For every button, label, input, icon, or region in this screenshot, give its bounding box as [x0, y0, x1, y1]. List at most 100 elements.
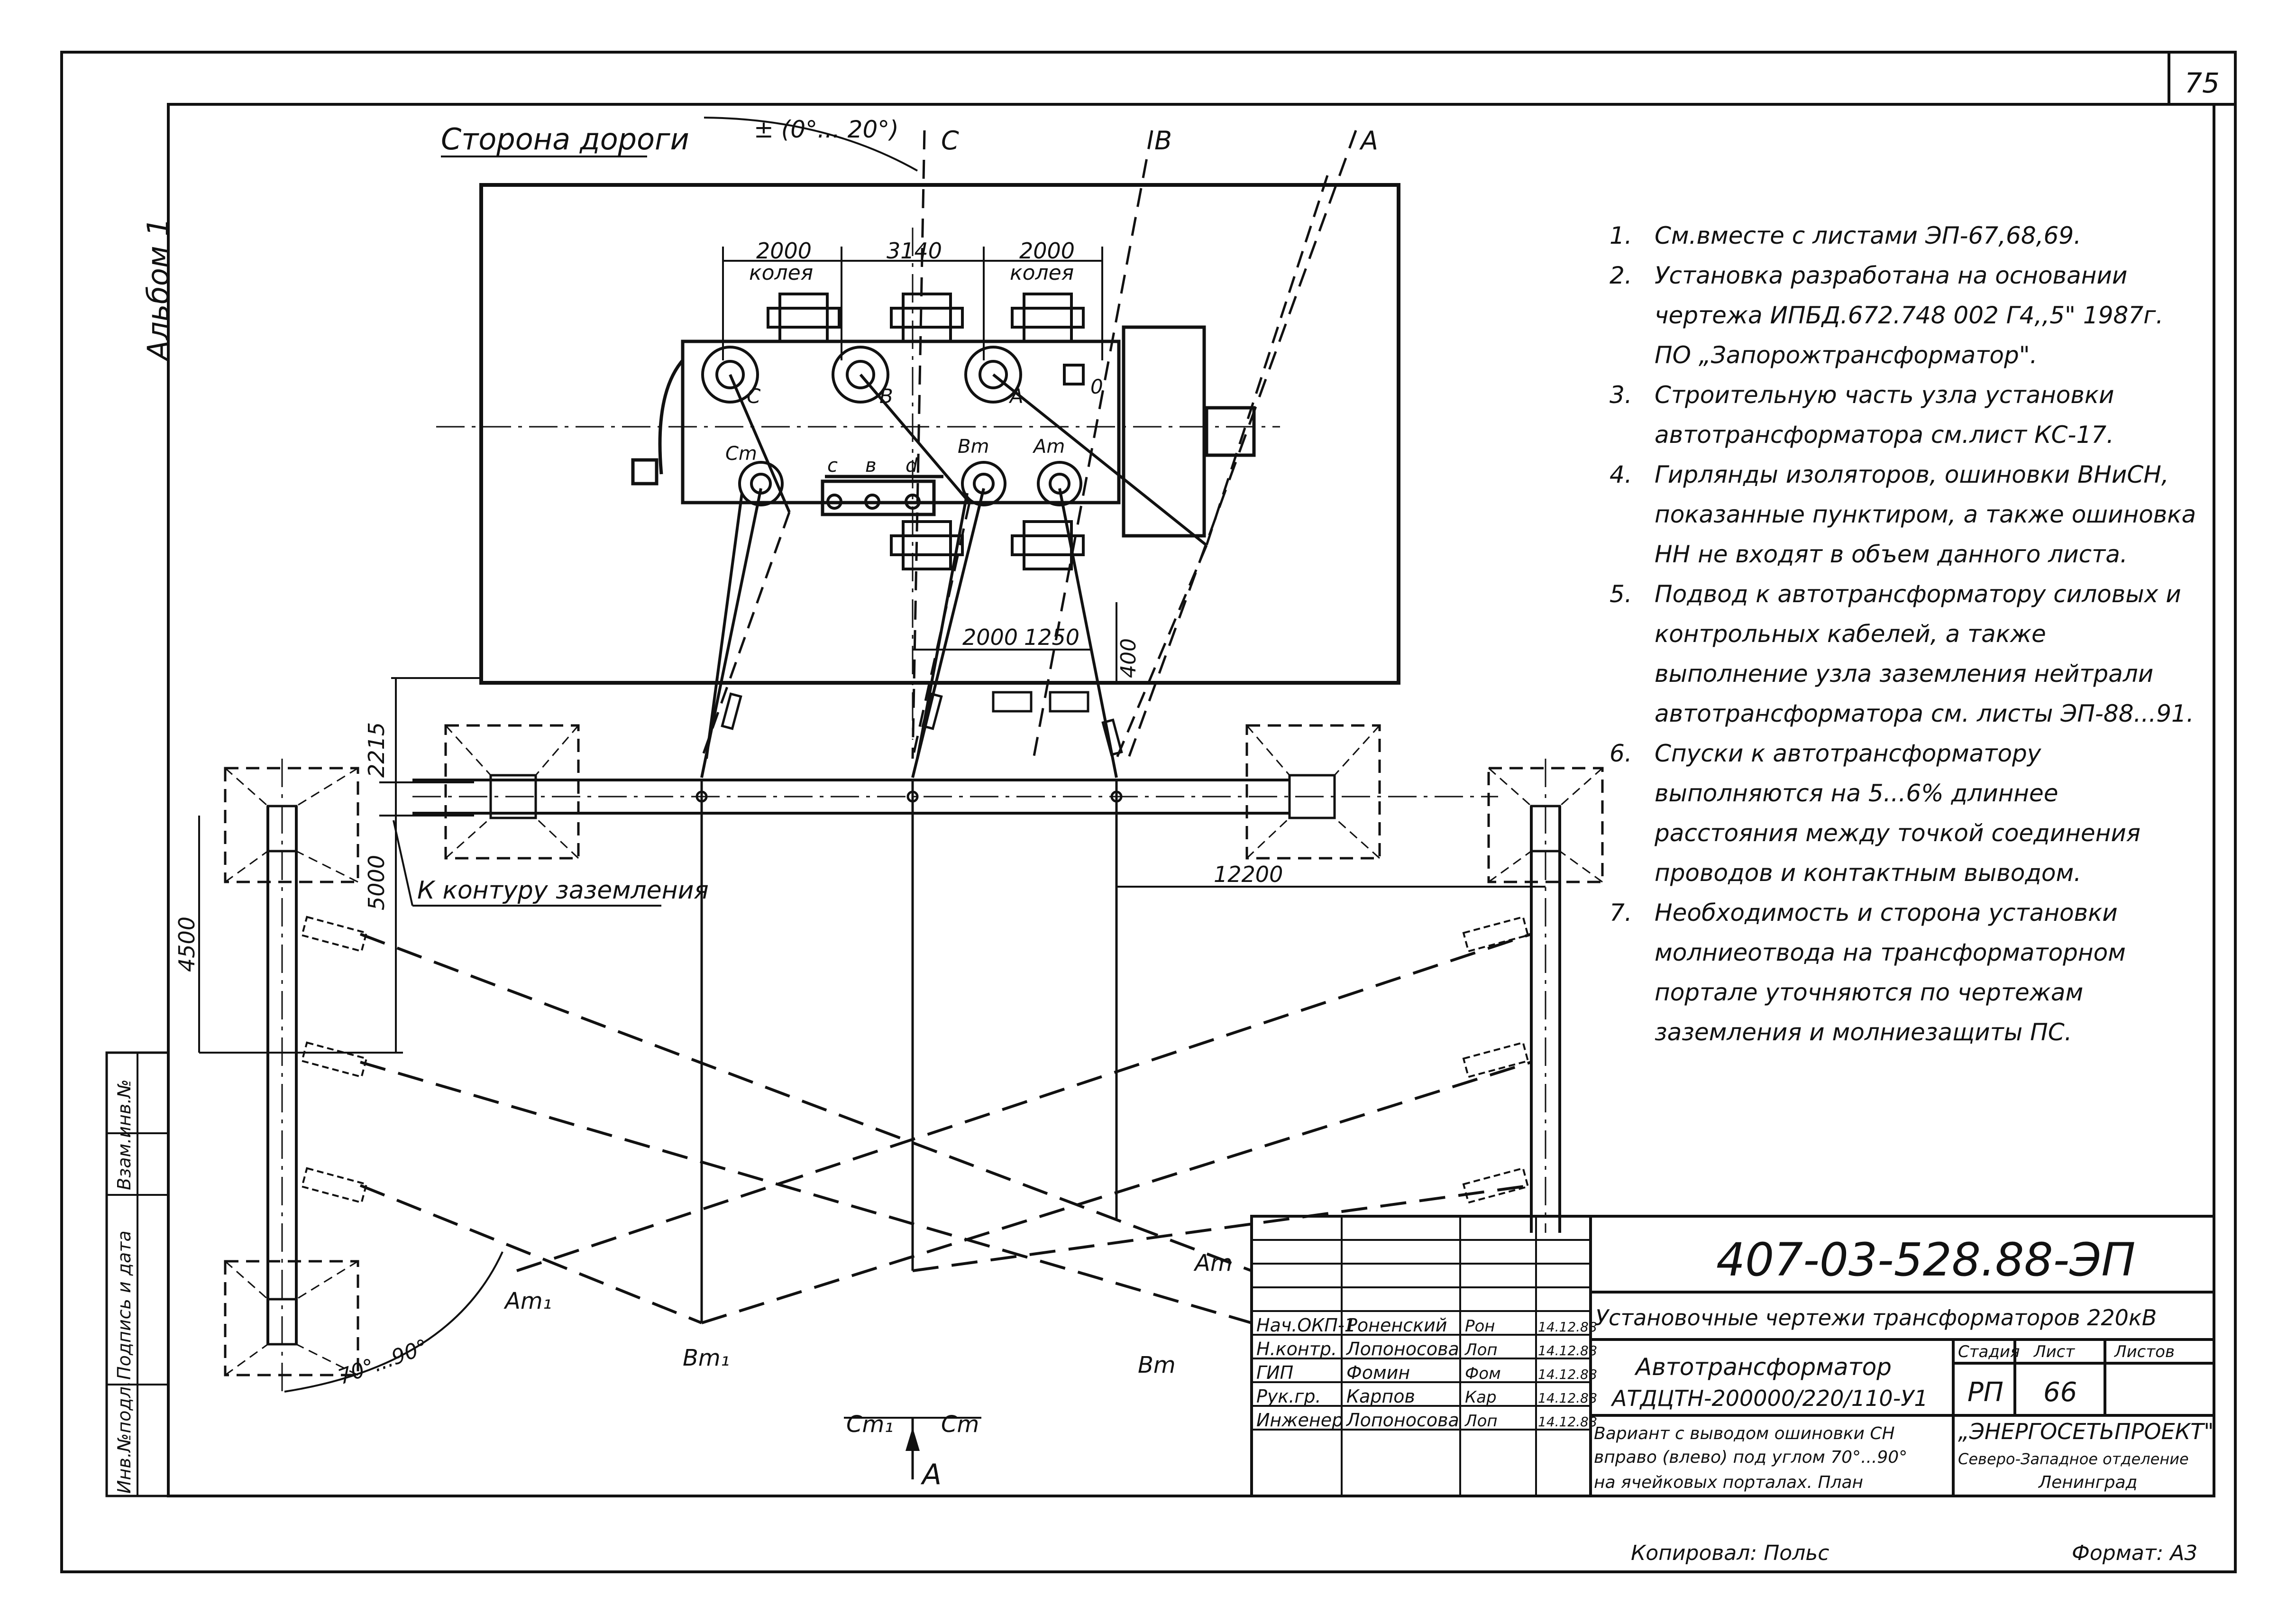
angle-top-label: ± (0°... 20°) — [754, 116, 899, 143]
foundation-outline — [479, 183, 1400, 685]
phase-label-c: C — [941, 126, 959, 156]
note-number: 7. — [1610, 899, 1632, 927]
sig-date-4: 14.12.88 — [1538, 1390, 1597, 1406]
insulators — [721, 691, 1123, 756]
org-line-2: Северо-Западное отделение — [1958, 1450, 2189, 1468]
side-stamp-sign-date: Подпись и дата — [114, 1230, 135, 1380]
sig-date-3: 14.12.88 — [1538, 1367, 1597, 1382]
sig-role-2: Н.контр. — [1256, 1339, 1337, 1359]
section-arrow-head — [906, 1427, 920, 1451]
note-item: 2. Установка разработана на основании чер… — [1610, 256, 2197, 375]
note-text: Подвод к автотрансформатору силовых и ко… — [1655, 580, 2194, 727]
portal-footings — [224, 724, 1604, 1376]
bushing-mv-v: в — [865, 455, 877, 477]
sig-name-4: Карпов — [1346, 1386, 1415, 1407]
note-text: См.вместе с листами ЭП-67,68,69. — [1655, 222, 2082, 249]
angle-arc-top — [704, 117, 918, 172]
note-number: 1. — [1610, 222, 1632, 249]
dim-4500: 4500 — [174, 917, 200, 972]
note-item: 1. См.вместе с листами ЭП-67,68,69. — [1610, 216, 2197, 256]
outer-border — [60, 51, 2237, 1573]
dim-2000: 2000 — [962, 624, 1018, 650]
label-bm1: Bm₁ — [683, 1345, 730, 1371]
note-number: 4. — [1610, 461, 1632, 488]
sig-date-1: 14.12.88 — [1538, 1319, 1597, 1335]
side-stamp: Инв.№подл. Подпись и дата Взам.инв.№ — [105, 1051, 170, 1497]
side-stamp-vzam: Взам.инв.№ — [114, 1079, 135, 1190]
note-item: 4.Гирлянды изоляторов, ошиновки ВНиСН, п… — [1610, 455, 2197, 574]
sig-sign-5: Лоп — [1464, 1412, 1498, 1431]
ground-label-leader — [393, 820, 413, 906]
portal-beam — [412, 779, 1498, 815]
note-text: Установка разработана на основании черте… — [1655, 262, 2164, 369]
description-line-3: на ячейковых порталах. План — [1594, 1473, 1863, 1492]
title-block-grid — [1252, 1216, 1591, 1496]
note-number: 3. — [1610, 381, 1632, 409]
sig-sign-3: Фом — [1465, 1364, 1501, 1383]
sig-name-5: Лопоносова — [1345, 1410, 1459, 1431]
angle-bottom-label: 70°...90° — [335, 1335, 431, 1390]
sig-name-3: Фомин — [1346, 1362, 1410, 1383]
sig-role-3: ГИП — [1256, 1362, 1293, 1383]
track-dim-3-label: колея — [1010, 261, 1074, 285]
sig-name-2: Лопоносова — [1345, 1339, 1459, 1359]
dim-left — [198, 677, 481, 1054]
bushing-mv-c: c — [827, 455, 838, 477]
sig-role-4: Рук.гр. — [1256, 1386, 1321, 1407]
footing-diagonals — [225, 725, 1603, 1376]
road-side-label: Сторона дороги — [441, 122, 689, 156]
angle-arc-bottom — [284, 1251, 503, 1393]
note-number: 5. — [1610, 580, 1632, 608]
album-label: Альбом 1 — [141, 218, 175, 362]
object-name-1: Автотрансформатор — [1634, 1353, 1892, 1381]
dim-12200: 12200 — [1214, 862, 1283, 887]
note-item: 3. Строительную часть узла установки авто… — [1610, 375, 2197, 455]
note-text: Строительную часть узла установки автотр… — [1655, 381, 2114, 449]
note-number: 2. — [1610, 262, 1632, 289]
dim-5000: 5000 — [364, 855, 389, 910]
org-line-3: Ленинград — [2038, 1473, 2137, 1492]
stage-value: РП — [1967, 1377, 2003, 1408]
dim-bottom-plan — [913, 602, 1117, 683]
label-am1: Am₁ — [503, 1288, 552, 1314]
bushing-mv-cm: Cm — [725, 443, 757, 465]
note-text: Необходимость и сторона установки молние… — [1655, 899, 2126, 1046]
left-portal — [266, 759, 298, 1394]
page-number-box — [2168, 51, 2237, 106]
track-dim-1: 2000 — [756, 238, 812, 264]
hv-leads — [700, 373, 1207, 778]
note-text: Спуски к автотрансформатору выполняются … — [1655, 740, 2140, 887]
crossing-buses — [359, 933, 1532, 1324]
note-number: 6. — [1610, 740, 1632, 767]
sheet-value: 66 — [2043, 1377, 2077, 1408]
note-item: 7. Необходимость и сторона установки молн… — [1610, 893, 2197, 1052]
object-name-2: АТДЦТН-200000/220/110-У1 — [1610, 1385, 1928, 1411]
sig-role-1: Нач.ОКП-1 — [1256, 1315, 1356, 1336]
bushing-hv-0: 0 — [1090, 375, 1103, 398]
sig-sign-4: Кар — [1465, 1388, 1497, 1407]
section-view-letter: А — [920, 1458, 942, 1491]
title-block — [1250, 1215, 2215, 1497]
bushings-hv — [701, 346, 1085, 404]
sig-name-1: Роненский — [1346, 1315, 1447, 1336]
sig-sign-2: Лоп — [1464, 1340, 1498, 1359]
description-line-1: Вариант с выводом ошиновки СН — [1594, 1424, 1895, 1443]
dim-2215: 2215 — [364, 722, 389, 778]
phase-label-a: A — [1359, 126, 1378, 156]
project-title: Установочные чертежи трансформаторов 220… — [1595, 1305, 2157, 1330]
track-dim-1-label: колея — [749, 261, 813, 285]
sheet-header: Лист — [2033, 1342, 2075, 1361]
right-portal — [1530, 759, 1561, 1233]
phase-label-b: B — [1154, 126, 1172, 156]
sheets-header: Листов — [2113, 1342, 2175, 1361]
note-item: 6. Спуски к автотрансформатору выполняютс… — [1610, 734, 2197, 893]
drawing-code: 407-03-528.88-ЭП — [1716, 1233, 2135, 1286]
stage-header: Стадия — [1958, 1342, 2020, 1361]
label-am: Am — [1193, 1250, 1233, 1276]
ground-label: К контуру заземления — [417, 876, 709, 905]
bushing-hv-c: C — [747, 385, 761, 408]
sheet-format: Формат: А3 — [2072, 1541, 2197, 1565]
dashed-leads — [700, 175, 1329, 759]
dim-400: 400 — [1116, 638, 1141, 678]
